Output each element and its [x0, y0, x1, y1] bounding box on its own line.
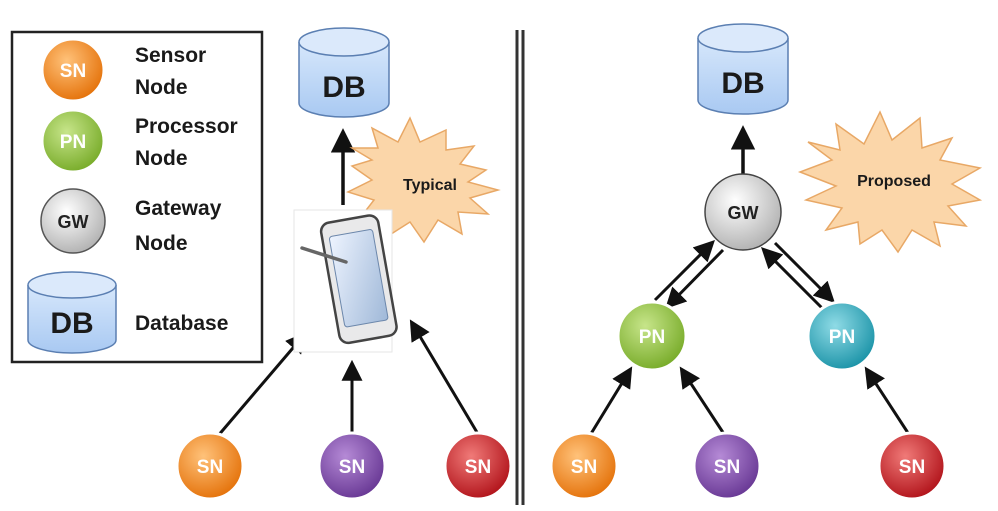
legend-sensor-node: SN Sensor Node	[40, 37, 206, 103]
typical-architecture: DB Typical SN SN SN	[175, 27, 513, 501]
legend-sensor-label-line2: Node	[135, 76, 188, 99]
proposed-burst-label: Proposed	[857, 173, 931, 190]
sensor-node-icon	[549, 431, 619, 501]
proposed-processor-1: PN	[616, 300, 688, 372]
arrow-pn2-to-gw	[761, 247, 824, 310]
legend-processor-node: PN Processor Node	[40, 108, 238, 174]
legend-processor-label-line1: Processor	[135, 115, 238, 138]
stylus-icon	[300, 246, 348, 264]
sensor-node-icon	[692, 431, 762, 501]
legend-database: DB Database	[27, 271, 228, 354]
sensor-node-icon	[443, 431, 513, 501]
processor-node-icon-label: PN	[60, 132, 86, 153]
sensor-node-icon	[877, 431, 947, 501]
sensor-node-icon	[317, 431, 387, 501]
legend-sensor-label-line1: Sensor	[135, 44, 206, 67]
processor-node-icon	[806, 300, 878, 372]
proposed-architecture: DB Proposed GW PN PN SN SN	[549, 23, 983, 501]
legend-gateway-label-line1: Gateway	[135, 197, 222, 220]
typical-sensor-3: SN	[443, 431, 513, 501]
legend-gateway-node: GW Gateway Node	[40, 188, 222, 255]
proposed-sensor-1: SN	[549, 431, 619, 501]
arrow-sn1-to-device	[215, 331, 307, 438]
proposed-sensor-2-label: SN	[714, 457, 740, 478]
proposed-database: DB	[697, 23, 789, 115]
sensor-node-icon-label: SN	[60, 61, 86, 82]
gateway-node-icon	[704, 173, 782, 251]
processor-node-icon	[40, 108, 106, 174]
typical-sensor-1: SN	[175, 431, 245, 501]
proposed-database-label: DB	[721, 67, 764, 100]
sensor-node-icon	[175, 431, 245, 501]
proposed-gateway: GW	[704, 173, 782, 251]
mobile-device	[293, 209, 398, 353]
proposed-sensor-3-label: SN	[899, 457, 925, 478]
gateway-node-icon-label: GW	[58, 212, 89, 232]
burst-icon	[797, 110, 983, 254]
arrow-sn3-to-device	[409, 319, 480, 435]
typical-sensor-3-label: SN	[465, 457, 491, 478]
legend-processor-label-line2: Node	[135, 147, 188, 170]
legend-gateway-label-line2: Node	[135, 232, 188, 255]
typical-sensor-1-label: SN	[197, 457, 223, 478]
proposed-processor-2: PN	[806, 300, 878, 372]
arrow-gw-to-pn1	[665, 248, 725, 309]
typical-burst-label: Typical	[403, 177, 457, 194]
proposed-gateway-label: GW	[728, 203, 759, 223]
gateway-node-icon	[40, 188, 106, 254]
proposed-sensor-1-label: SN	[571, 457, 597, 478]
database-icon	[697, 38, 789, 115]
sensor-node-icon	[40, 37, 106, 103]
typical-sensor-2-label: SN	[339, 457, 365, 478]
typical-database: DB	[298, 27, 390, 118]
proposed-processor-1-label: PN	[639, 327, 665, 348]
proposed-sensor-2: SN	[692, 431, 762, 501]
proposed-burst: Proposed	[797, 110, 983, 254]
proposed-sensor-3: SN	[877, 431, 947, 501]
proposed-processor-2-label: PN	[829, 327, 855, 348]
processor-node-icon	[616, 300, 688, 372]
section-divider	[515, 30, 525, 505]
database-icon	[27, 285, 117, 354]
arrow-gw-to-pn2	[773, 241, 835, 303]
typical-sensor-2: SN	[317, 431, 387, 501]
typical-database-label: DB	[322, 71, 365, 104]
arrow-pn1-to-gw	[653, 240, 715, 302]
database-icon	[298, 42, 390, 118]
legend: SN Sensor Node PN Processor Node GW Gate…	[10, 30, 264, 364]
database-icon-label: DB	[50, 307, 93, 340]
arrow-sn2-to-pn1	[679, 366, 728, 438]
arrow-sn3-to-pn2	[864, 366, 912, 437]
legend-database-label: Database	[135, 312, 228, 335]
arrow-sn1-to-pn1	[587, 366, 633, 438]
